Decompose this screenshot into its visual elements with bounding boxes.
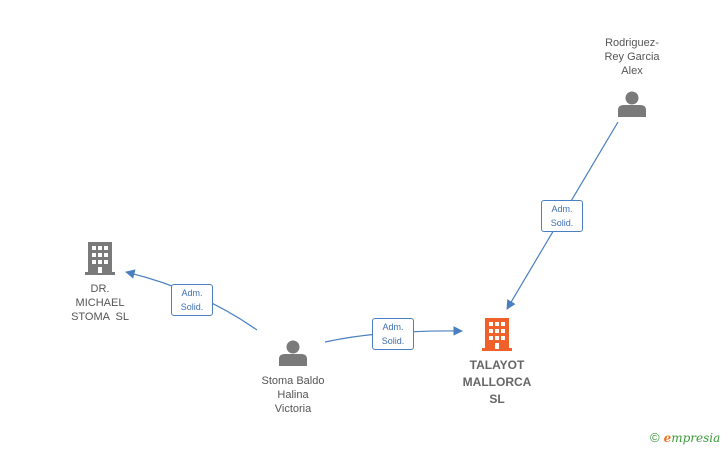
label-line: DR. <box>90 283 110 295</box>
edge-label-line: Adm. <box>181 288 203 298</box>
empresia-watermark: ©empresia <box>650 430 720 445</box>
edge-label-stoma-dr-michael[interactable]: Adm. Solid. <box>171 284 213 316</box>
edge-label-stoma-talayot[interactable]: Adm. Solid. <box>372 318 414 350</box>
label-line: STOMA SL <box>71 311 129 323</box>
label-line: Halina <box>277 389 309 401</box>
label-line: MICHAEL <box>75 297 125 309</box>
label-line: Alex <box>621 65 643 77</box>
person-icon[interactable] <box>618 91 646 118</box>
label-line: Rey Garcia <box>604 51 660 63</box>
building-icon[interactable] <box>85 242 115 275</box>
node-label-talayot[interactable]: TALAYOT MALLORCA SL <box>447 357 547 408</box>
edge-label-line: Solid. <box>180 302 204 312</box>
label-line: SL <box>489 392 505 406</box>
person-icon[interactable] <box>279 340 307 367</box>
copyright-icon: © <box>650 430 660 445</box>
edge-label-line: Solid. <box>550 218 574 228</box>
edge-label-line: Solid. <box>381 336 405 346</box>
label-line: TALAYOT <box>469 358 525 372</box>
label-line: MALLORCA <box>462 375 532 389</box>
edge-label-line: Adm. <box>551 204 573 214</box>
edge-label-rodriguez-talayot[interactable]: Adm. Solid. <box>541 200 583 232</box>
label-line: Rodriguez- <box>605 37 659 49</box>
node-label-dr-michael[interactable]: DR. MICHAEL STOMA SL <box>50 282 150 324</box>
node-label-stoma[interactable]: Stoma Baldo Halina Victoria <box>243 374 343 416</box>
label-line: Stoma Baldo <box>261 375 325 387</box>
node-label-rodriguez[interactable]: Rodriguez- Rey Garcia Alex <box>582 36 682 78</box>
label-line: Victoria <box>274 403 312 415</box>
building-icon-main[interactable] <box>482 318 512 351</box>
edge-label-line: Adm. <box>382 322 404 332</box>
brand-logo-text: mpresia <box>671 431 721 445</box>
brand-logo-mark: e <box>663 431 672 445</box>
